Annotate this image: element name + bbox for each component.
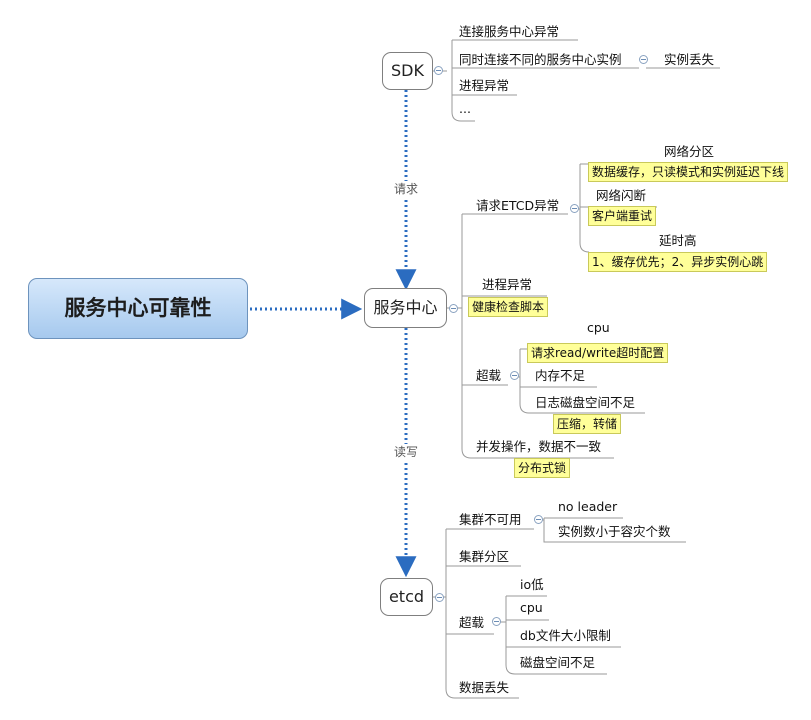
overload-disk[interactable]: 日志磁盘空间不足 bbox=[535, 395, 636, 410]
cluster-partition[interactable]: 集群分区 bbox=[459, 549, 510, 564]
overload-disk-note: 压缩，转储 bbox=[553, 414, 622, 434]
etcd-cpu[interactable]: cpu bbox=[520, 600, 543, 615]
overload-cpu-note: 请求read/write超时配置 bbox=[527, 343, 669, 363]
network-flap-note: 客户端重试 bbox=[588, 206, 657, 226]
relation-request-label: 请求 bbox=[394, 181, 419, 197]
high-latency-note: 1、缓存优先；2、异步实例心跳 bbox=[588, 252, 768, 272]
sdk-node[interactable]: SDK bbox=[382, 52, 433, 90]
service-center-node[interactable]: 服务中心 bbox=[364, 288, 447, 328]
high-latency[interactable]: 延时高 bbox=[659, 233, 697, 248]
root-topic[interactable]: 服务中心可靠性 bbox=[28, 278, 248, 339]
insufficient-instances[interactable]: 实例数小于容灾个数 bbox=[558, 524, 671, 539]
etcd-overload[interactable]: 超载 bbox=[459, 615, 485, 630]
data-loss[interactable]: 数据丢失 bbox=[459, 680, 510, 695]
concurrency-note: 分布式锁 bbox=[514, 458, 571, 478]
collapse-toggle-icon[interactable] bbox=[449, 304, 458, 313]
network-partition-note: 数据缓存，只读模式和实例延迟下线 bbox=[588, 162, 789, 182]
sdk-connect-error[interactable]: 连接服务中心异常 bbox=[459, 24, 560, 39]
concurrency-issue[interactable]: 并发操作，数据不一致 bbox=[476, 439, 602, 454]
sdk-multi-instance[interactable]: 同时连接不同的服务中心实例 bbox=[459, 52, 622, 67]
relation-readwrite-label: 读写 bbox=[394, 444, 419, 460]
overload-memory[interactable]: 内存不足 bbox=[535, 368, 586, 383]
process-error[interactable]: 进程异常 bbox=[482, 277, 533, 292]
etcd-disk-space[interactable]: 磁盘空间不足 bbox=[520, 655, 596, 670]
etcd-io-low[interactable]: io低 bbox=[520, 577, 544, 592]
etcd-db-size-limit[interactable]: db文件大小限制 bbox=[520, 628, 611, 643]
process-error-note: 健康检查脚本 bbox=[468, 297, 549, 317]
sdk-instance-lost[interactable]: 实例丢失 bbox=[664, 52, 715, 67]
overload-cpu[interactable]: cpu bbox=[587, 320, 610, 335]
sdk-process-error[interactable]: 进程异常 bbox=[459, 78, 510, 93]
collapse-toggle-icon[interactable] bbox=[435, 593, 444, 602]
collapse-toggle-icon[interactable] bbox=[534, 515, 543, 524]
collapse-toggle-icon[interactable] bbox=[639, 55, 648, 64]
network-partition[interactable]: 网络分区 bbox=[664, 144, 715, 159]
service-overload[interactable]: 超载 bbox=[476, 368, 502, 383]
collapse-toggle-icon[interactable] bbox=[492, 617, 501, 626]
collapse-toggle-icon[interactable] bbox=[510, 371, 519, 380]
cluster-unavailable[interactable]: 集群不可用 bbox=[459, 512, 522, 527]
collapse-toggle-icon[interactable] bbox=[570, 204, 579, 213]
network-flap[interactable]: 网络闪断 bbox=[596, 188, 647, 203]
no-leader[interactable]: no leader bbox=[558, 499, 618, 514]
etcd-node[interactable]: etcd bbox=[380, 578, 433, 616]
collapse-toggle-icon[interactable] bbox=[434, 66, 443, 75]
sdk-more[interactable]: ... bbox=[459, 101, 471, 116]
etcd-request-error[interactable]: 请求ETCD异常 bbox=[476, 198, 560, 213]
